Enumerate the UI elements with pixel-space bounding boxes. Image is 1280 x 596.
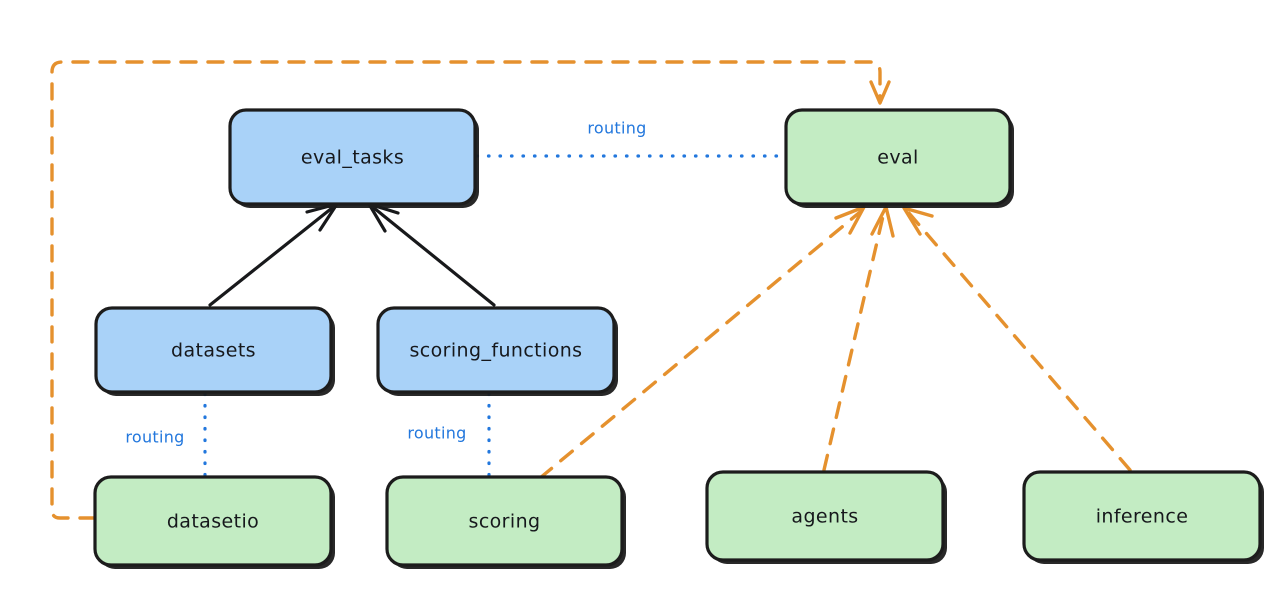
node-datasets-box[interactable]	[94, 306, 333, 394]
node-agents-label: agents	[791, 506, 858, 528]
edge-label-routing-eval_tasks-eval: routing	[587, 119, 646, 138]
edge-label-group: routing routing routing	[125, 119, 646, 447]
node-datasets-label: datasets	[171, 340, 256, 362]
edge-inference-eval	[906, 210, 1132, 472]
node-datasets[interactable]: datasets	[94, 306, 335, 396]
node-eval_tasks[interactable]: eval_tasks	[228, 108, 479, 208]
node-eval-box[interactable]	[784, 108, 1012, 206]
node-datasetio-box[interactable]	[93, 475, 333, 567]
node-eval_tasks-label: eval_tasks	[301, 147, 404, 169]
edge-group-routing	[203, 154, 786, 478]
node-inference[interactable]: inference	[1022, 470, 1264, 564]
edge-scoring-eval	[538, 210, 862, 480]
node-datasetio-label: datasetio	[167, 511, 259, 533]
node-eval_tasks-box[interactable]	[228, 108, 477, 206]
edge-datasetio-eval-arrowhead	[869, 80, 891, 105]
node-eval[interactable]: eval	[784, 108, 1014, 208]
node-scoring_functions[interactable]: scoring_functions	[376, 306, 618, 396]
edge-datasets-eval_tasks	[208, 206, 334, 307]
edge-group-dependencies	[50, 60, 1132, 520]
node-scoring-label: scoring	[469, 511, 541, 533]
edge-agents-eval	[822, 210, 886, 472]
node-scoring-box[interactable]	[385, 475, 624, 567]
edge-label-routing-datasets-datasetio: routing	[125, 428, 184, 447]
node-agents[interactable]: agents	[705, 470, 947, 564]
edge-group-composition	[208, 202, 496, 307]
node-scoring_functions-box[interactable]	[376, 306, 616, 394]
node-scoring_functions-label: scoring_functions	[410, 340, 583, 362]
edge-scoring_functions-eval_tasks	[372, 206, 496, 307]
edge-datasetio-eval	[50, 60, 882, 520]
edge-label-routing-scoring_functions-scoring: routing	[407, 424, 466, 443]
node-inference-label: inference	[1096, 506, 1189, 528]
node-eval-label: eval	[877, 147, 918, 169]
node-scoring[interactable]: scoring	[385, 475, 626, 569]
node-datasetio[interactable]: datasetio	[93, 475, 335, 569]
node-inference-box[interactable]	[1022, 470, 1262, 562]
node-agents-box[interactable]	[705, 470, 945, 562]
edge-inference-eval-arrowhead	[902, 206, 934, 236]
